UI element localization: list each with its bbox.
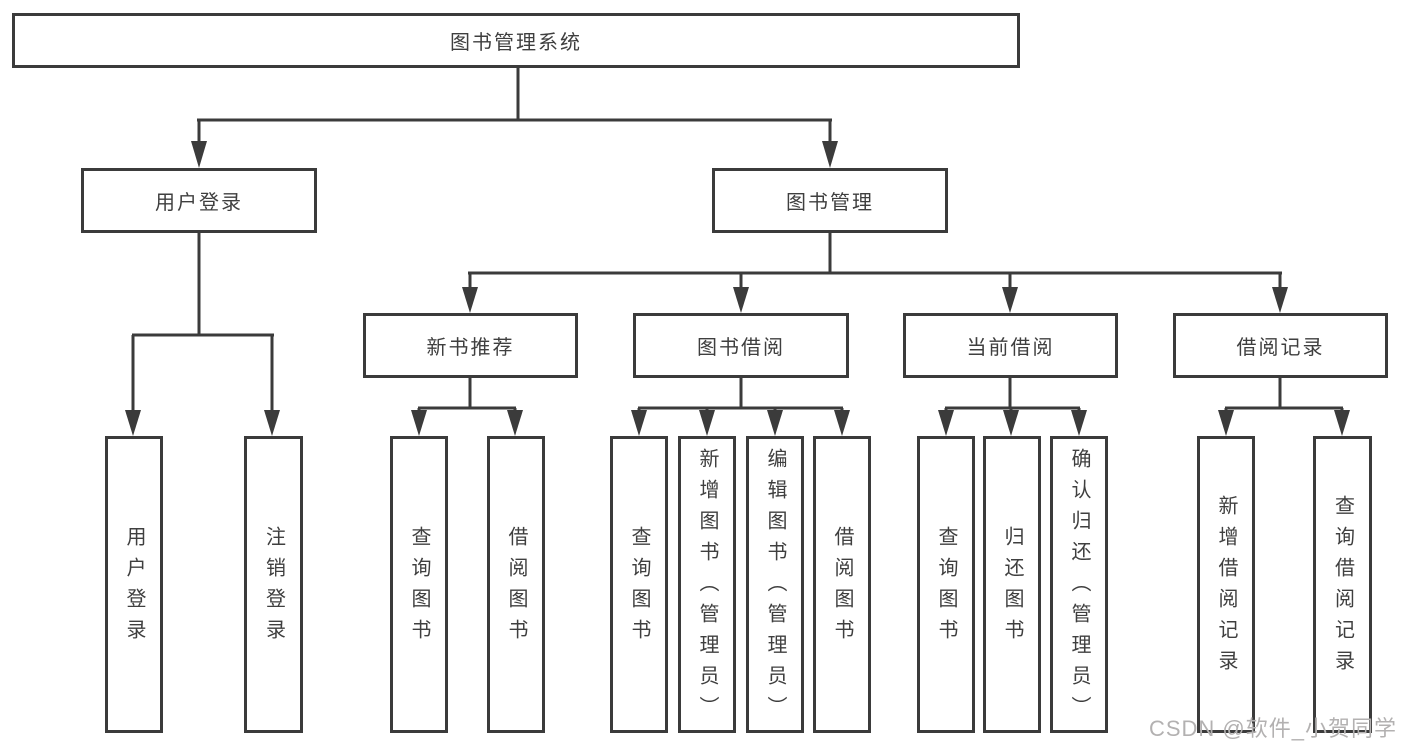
leaf-current-return-book: 归还图书	[983, 436, 1041, 733]
leaf-borrow-add-book-admin: 新增图书（管理员）	[678, 436, 736, 733]
node-label: 查询图书	[935, 525, 957, 650]
node-current-borrow: 当前借阅	[903, 313, 1118, 378]
leaf-borrow-query-book: 查询图书	[610, 436, 668, 733]
leaf-borrow-borrow-book: 借阅图书	[813, 436, 871, 733]
node-label: 查询图书	[408, 525, 430, 650]
node-label: 新增图书（管理员）	[696, 448, 718, 727]
leaf-logout: 注销登录	[244, 436, 303, 733]
node-label: 当前借阅	[966, 337, 1055, 359]
node-label: 确认归还（管理员）	[1068, 448, 1090, 727]
node-label: 借阅图书	[505, 525, 527, 650]
node-book-borrow: 图书借阅	[633, 313, 849, 378]
node-borrow-record: 借阅记录	[1173, 313, 1388, 378]
node-label: 新增借阅记录	[1215, 494, 1237, 681]
node-label: 新书推荐	[426, 337, 515, 359]
node-new-book-recommend: 新书推荐	[363, 313, 578, 378]
leaf-current-query-book: 查询图书	[917, 436, 975, 733]
node-label: 图书管理	[786, 192, 874, 214]
csdn-watermark: CSDN @软件_小贺同学	[1148, 716, 1397, 741]
node-label: 用户登录	[123, 525, 145, 650]
arrowheads	[125, 141, 1350, 436]
node-label: 图书管理系统	[450, 32, 582, 54]
leaf-newbook-query-book: 查询图书	[390, 436, 448, 733]
node-book-management-branch: 图书管理	[712, 168, 948, 233]
node-label: 借阅记录	[1236, 337, 1325, 359]
node-user-login-branch: 用户登录	[81, 168, 317, 233]
leaf-record-query-record: 查询借阅记录	[1313, 436, 1372, 733]
node-label: 注销登录	[262, 525, 285, 650]
node-label: 归还图书	[1001, 525, 1023, 650]
node-label: 图书借阅	[697, 337, 785, 359]
leaf-user-login: 用户登录	[105, 436, 163, 733]
leaf-newbook-borrow-book: 借阅图书	[487, 436, 545, 733]
node-label: 编辑图书（管理员）	[764, 448, 786, 727]
node-label: 查询借阅记录	[1331, 494, 1354, 681]
leaf-record-add-record: 新增借阅记录	[1197, 436, 1255, 733]
node-label: 用户登录	[155, 192, 243, 214]
leaf-current-confirm-return-admin: 确认归还（管理员）	[1050, 436, 1108, 733]
node-root-system: 图书管理系统	[12, 13, 1020, 68]
node-label: 查询图书	[628, 525, 650, 650]
leaf-borrow-edit-book-admin: 编辑图书（管理员）	[746, 436, 804, 733]
node-label: 借阅图书	[831, 525, 853, 650]
